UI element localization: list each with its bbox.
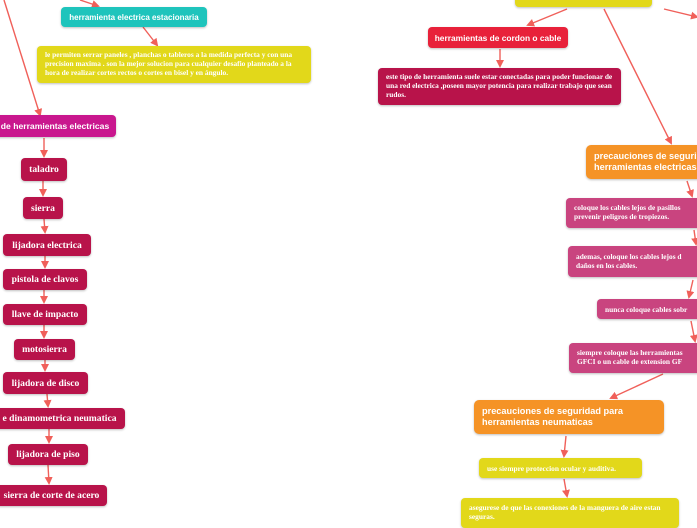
node-precauciones-herramientas-electricas[interactable]: precauciones de seguri herramientas elec… bbox=[586, 145, 697, 179]
node-llave-de-impacto[interactable]: llave de impacto bbox=[3, 304, 87, 325]
node-lijadora-electrica[interactable]: lijadora electrica bbox=[3, 234, 91, 256]
node-top-partial[interactable] bbox=[515, 0, 652, 7]
node-lijadora-de-piso[interactable]: lijadora de piso bbox=[8, 444, 88, 465]
link-sierra-lijadora bbox=[40, 218, 49, 234]
node-cables-lejos-de-pasillos[interactable]: coloque los cables lejos de pasillos pre… bbox=[566, 198, 697, 228]
node-sierra[interactable]: sierra bbox=[23, 197, 63, 219]
node-nunca-coloque-cables[interactable]: nunca coloque cables sobr bbox=[597, 299, 697, 319]
link-piso-acero bbox=[44, 464, 53, 485]
node-motosierra[interactable]: motosierra bbox=[14, 339, 75, 360]
link-top-right bbox=[663, 8, 697, 20]
node-siempre-coloque-herramientas[interactable]: siempre coloque las herramientas GFCI o … bbox=[569, 343, 697, 373]
node-tipos-herramientas-electricas[interactable]: de herramientas electricas bbox=[0, 115, 116, 137]
node-cordon-descripcion[interactable]: este tipo de herramienta suele estar con… bbox=[378, 68, 621, 105]
node-proteccion-ocular-auditiva[interactable]: use siempre proteccion ocular y auditiva… bbox=[479, 458, 642, 478]
link-disco-dinamometrica bbox=[43, 393, 52, 408]
node-lijadora-de-disco[interactable]: lijadora de disco bbox=[3, 372, 88, 394]
node-sierra-de-corte-de-acero[interactable]: sierra de corte de acero bbox=[0, 485, 107, 506]
link-danos-nunca bbox=[686, 279, 695, 299]
link-root-estacionaria bbox=[79, 0, 100, 8]
link-neumaticas-proteccion bbox=[560, 435, 569, 458]
node-precauciones-herramientas-neumaticas[interactable]: precauciones de seguridad para herramien… bbox=[474, 400, 664, 434]
node-herramientas-de-cordon-o-cable[interactable]: herramientas de cordon o cable bbox=[428, 27, 568, 48]
node-herramienta-electrica-estacionaria[interactable]: herramienta electrica estacionaria bbox=[61, 7, 207, 27]
node-pistola-de-clavos[interactable]: pistola de clavos bbox=[3, 269, 87, 290]
node-conexiones-manguera[interactable]: asegurese de que las conexiones de la ma… bbox=[461, 498, 679, 528]
link-prec-pasillos bbox=[686, 180, 694, 198]
link-estacionaria-desc bbox=[142, 26, 159, 47]
node-llave-dinamometrica-neumatica[interactable]: e dinamometrica neumatica bbox=[0, 408, 125, 429]
link-nunca-siempre bbox=[689, 320, 697, 343]
node-estacionaria-descripcion[interactable]: le permiten serrar paneles , planchas o … bbox=[37, 46, 311, 83]
node-taladro[interactable]: taladro bbox=[21, 158, 67, 181]
link-siempre-neumaticas bbox=[609, 373, 664, 400]
link-top-cordon bbox=[526, 8, 568, 27]
link-pasillos-danos bbox=[691, 229, 697, 246]
link-root-tipos bbox=[3, 0, 43, 117]
link-proteccion-conexiones bbox=[562, 478, 570, 498]
node-cables-lejos-danos[interactable]: ademas, coloque los cables lejos d daños… bbox=[568, 246, 697, 277]
